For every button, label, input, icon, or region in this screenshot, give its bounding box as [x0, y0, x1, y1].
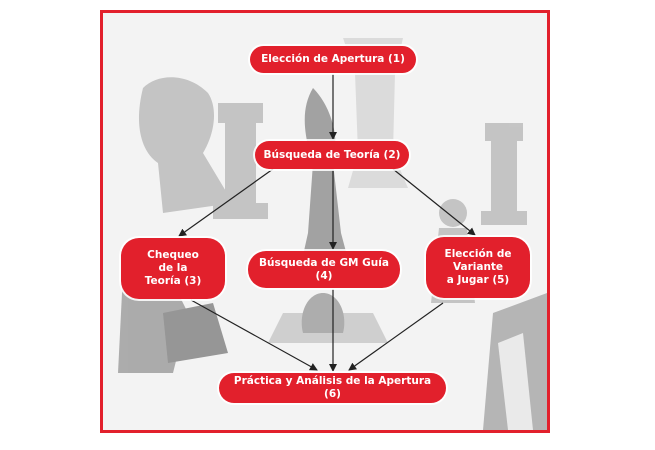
chess-pieces-icon — [118, 38, 547, 430]
node-eleccion-variante: Elección de Variante a Jugar (5) — [426, 237, 530, 298]
arrows-layer — [178, 74, 476, 372]
arrow-5-6 — [348, 302, 444, 371]
node-chequeo-teoria: Chequeo de la Teoría (3) — [121, 238, 225, 299]
node-practica-analisis: Práctica y Análisis de la Apertura (6) — [219, 373, 446, 403]
arrow-3-6 — [190, 299, 318, 371]
node-busqueda-teoria: Búsqueda de Teoría (2) — [255, 141, 409, 169]
node-busqueda-gm-guia: Búsqueda de GM Guía (4) — [248, 251, 400, 288]
arrow-2-5 — [392, 168, 476, 236]
arrow-2-3 — [178, 168, 274, 237]
diagram-frame: Elección de Apertura (1) Búsqueda de Teo… — [100, 10, 550, 433]
node-eleccion-apertura: Elección de Apertura (1) — [250, 46, 416, 73]
